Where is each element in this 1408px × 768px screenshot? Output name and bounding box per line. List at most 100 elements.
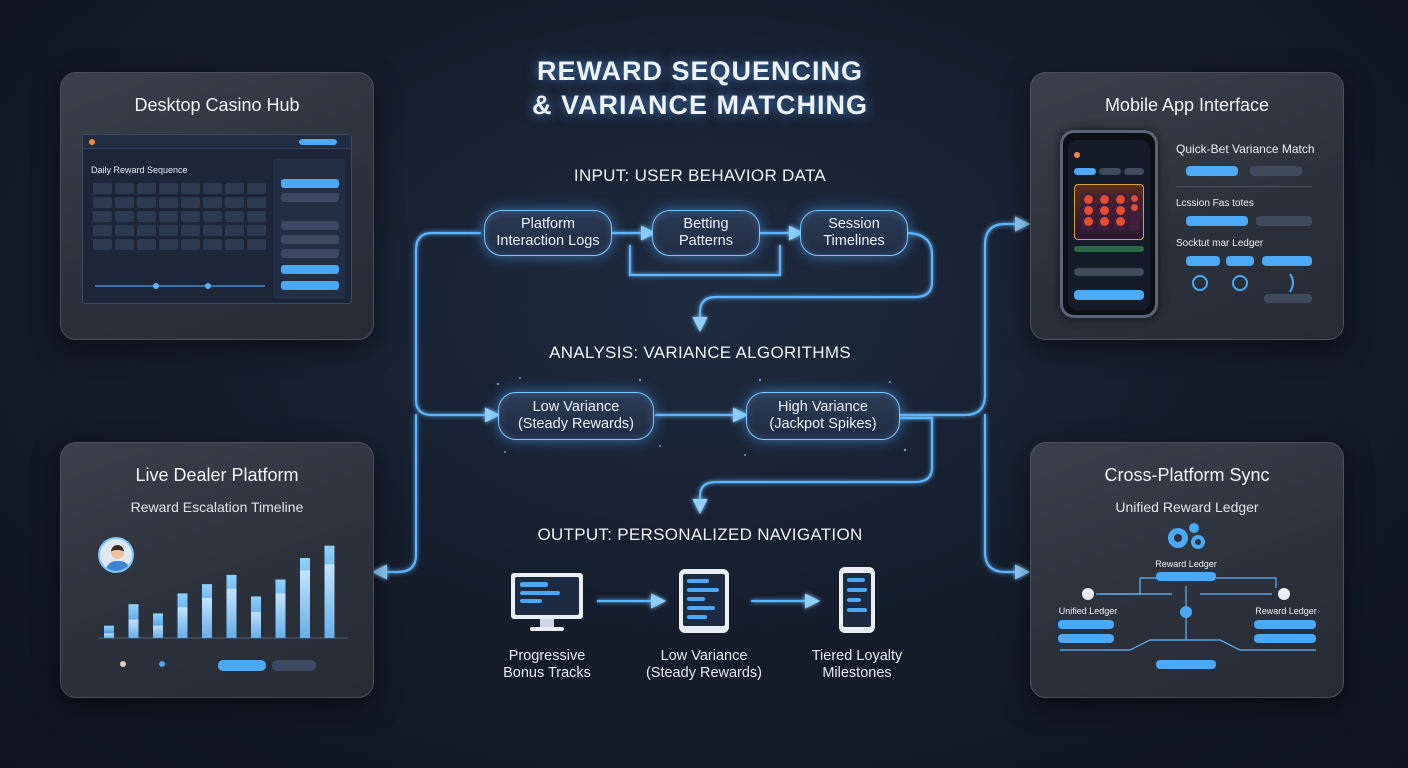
phone-tab[interactable]	[1099, 168, 1121, 175]
node-low-variance: Low Variance(Steady Rewards)	[498, 392, 654, 440]
panel-title: Live Dealer Platform	[135, 465, 299, 485]
output-line: Bonus Tracks	[503, 665, 591, 681]
ledger-sync-diagram	[1058, 523, 1316, 669]
phone-tab[interactable]	[1124, 168, 1144, 175]
ledger-right-label: Reward Ledger	[1255, 606, 1317, 616]
legend-dot	[120, 661, 126, 667]
mobile-option-button[interactable]	[1226, 256, 1254, 266]
mobile-option-button[interactable]	[1256, 216, 1312, 226]
output-line: Progressive	[508, 648, 586, 664]
mobile-option-button[interactable]	[1262, 256, 1312, 266]
phone-mock	[1060, 130, 1158, 318]
mobile-label-session: Lcssion Fas totes	[1176, 198, 1254, 209]
sidebar-button[interactable]	[281, 281, 339, 290]
bar-series-a	[104, 625, 114, 638]
slot-machine	[1074, 184, 1144, 240]
panel-subtitle: Reward Escalation Timeline	[130, 499, 304, 515]
slider-handle[interactable]	[153, 283, 159, 289]
legend-dot	[159, 661, 166, 667]
bar-series-b	[300, 570, 310, 638]
sidebar-button[interactable]	[281, 265, 339, 274]
bar-series-b	[226, 588, 237, 638]
node-line: Timelines	[823, 233, 885, 249]
output-line: (Steady Rewards)	[645, 665, 763, 681]
ledger-button	[1156, 660, 1216, 669]
node-line: Betting	[683, 216, 729, 232]
node-line: Session	[828, 216, 880, 232]
sidebar-button[interactable]	[281, 221, 339, 230]
divider	[1176, 186, 1312, 187]
sidebar-button[interactable]	[281, 249, 339, 258]
monitor-icon	[511, 573, 583, 631]
diagram-title-line1: REWARD SEQUENCING	[536, 56, 864, 86]
node-line: Interaction Logs	[496, 233, 600, 249]
panel-title: Desktop Casino Hub	[134, 95, 300, 115]
phone-screen	[1068, 140, 1150, 310]
panel-subtitle: Unified Reward Ledger	[1115, 499, 1259, 515]
section-output-label: OUTPUT: PERSONALIZED NAVIGATION	[537, 525, 863, 544]
spin-button[interactable]	[1074, 290, 1144, 300]
mobile-option-button[interactable]	[1186, 166, 1238, 176]
node-line: High Variance	[777, 399, 868, 415]
chart-filter-button[interactable]	[218, 660, 266, 671]
bar-series-b	[153, 625, 163, 638]
output-low-variance: Low Variance (Steady Rewards)	[630, 648, 778, 682]
panel-cross-platform-sync: Cross-Platform Sync Unified Reward Ledge…	[1030, 442, 1344, 698]
sidebar-button[interactable]	[281, 179, 339, 188]
ledger-button	[1058, 634, 1114, 643]
desktop-screen-title: Daily Reward Sequence	[91, 165, 188, 175]
mobile-option-button[interactable]	[1186, 256, 1220, 266]
output-line: Tiered Loyalty	[811, 648, 903, 664]
node-line: Low Variance	[532, 399, 620, 415]
ledger-left-label: Unified Ledger	[1058, 606, 1118, 616]
phone-tab[interactable]	[1074, 168, 1096, 175]
bar-series-b	[202, 598, 212, 638]
dealer-avatar	[98, 537, 134, 573]
logo-icon	[89, 139, 95, 145]
panel-title: Mobile App Interface	[1104, 95, 1270, 115]
gear-icon	[1180, 606, 1192, 618]
node-line: (Steady Rewards)	[517, 416, 635, 432]
ledger-button	[1254, 620, 1316, 629]
desktop-sidebar	[273, 159, 345, 299]
bar-series-b	[324, 564, 335, 638]
topbar-button[interactable]	[299, 139, 337, 145]
mobile-label-quick-bet: Quick-Bet Variance Match	[1176, 142, 1315, 156]
node-line: Platform	[521, 216, 575, 232]
sidebar-button[interactable]	[281, 193, 339, 202]
reward-escalation-chart	[98, 545, 348, 639]
mobile-dial-row	[1192, 273, 1312, 303]
mobile-option-button[interactable]	[1250, 166, 1302, 176]
progress-slider[interactable]	[95, 285, 265, 287]
bar-series-b	[275, 593, 286, 638]
bet-bar	[1074, 246, 1144, 252]
bar-series-b	[128, 619, 139, 638]
desktop-screen-mock: Daily Reward Sequence	[82, 134, 352, 304]
output-line: Milestones	[822, 665, 892, 681]
output-line: Low Variance	[660, 648, 748, 664]
diagram-title-line2: & VARIANCE MATCHING	[532, 90, 868, 120]
dial-icon	[1232, 275, 1248, 291]
chart-filter-button[interactable]	[272, 660, 316, 671]
slider-handle[interactable]	[205, 283, 211, 289]
ledger-button	[1254, 634, 1316, 643]
tablet-icon	[679, 569, 729, 633]
node-line: (Jackpot Spikes)	[769, 416, 877, 432]
chart-legend	[120, 661, 166, 669]
sidebar-button[interactable]	[281, 235, 339, 244]
section-analysis-label: ANALYSIS: VARIANCE ALGORITHMS	[549, 343, 851, 362]
bar-series-b	[177, 607, 188, 638]
bet-input[interactable]	[1074, 268, 1144, 276]
panel-title: Cross-Platform Sync	[1104, 465, 1270, 485]
output-progressive-bonus: Progressive Bonus Tracks	[484, 648, 610, 682]
node-high-variance: High Variance(Jackpot Spikes)	[746, 392, 900, 440]
dial-button	[1264, 294, 1312, 303]
phone-icon	[839, 567, 875, 633]
mobile-option-button[interactable]	[1186, 216, 1248, 226]
mobile-label-ledger: Socktut mar Ledger	[1176, 238, 1264, 249]
node-line: Patterns	[679, 233, 733, 249]
dial-icon	[1192, 275, 1208, 291]
dial-icon	[1289, 273, 1294, 293]
